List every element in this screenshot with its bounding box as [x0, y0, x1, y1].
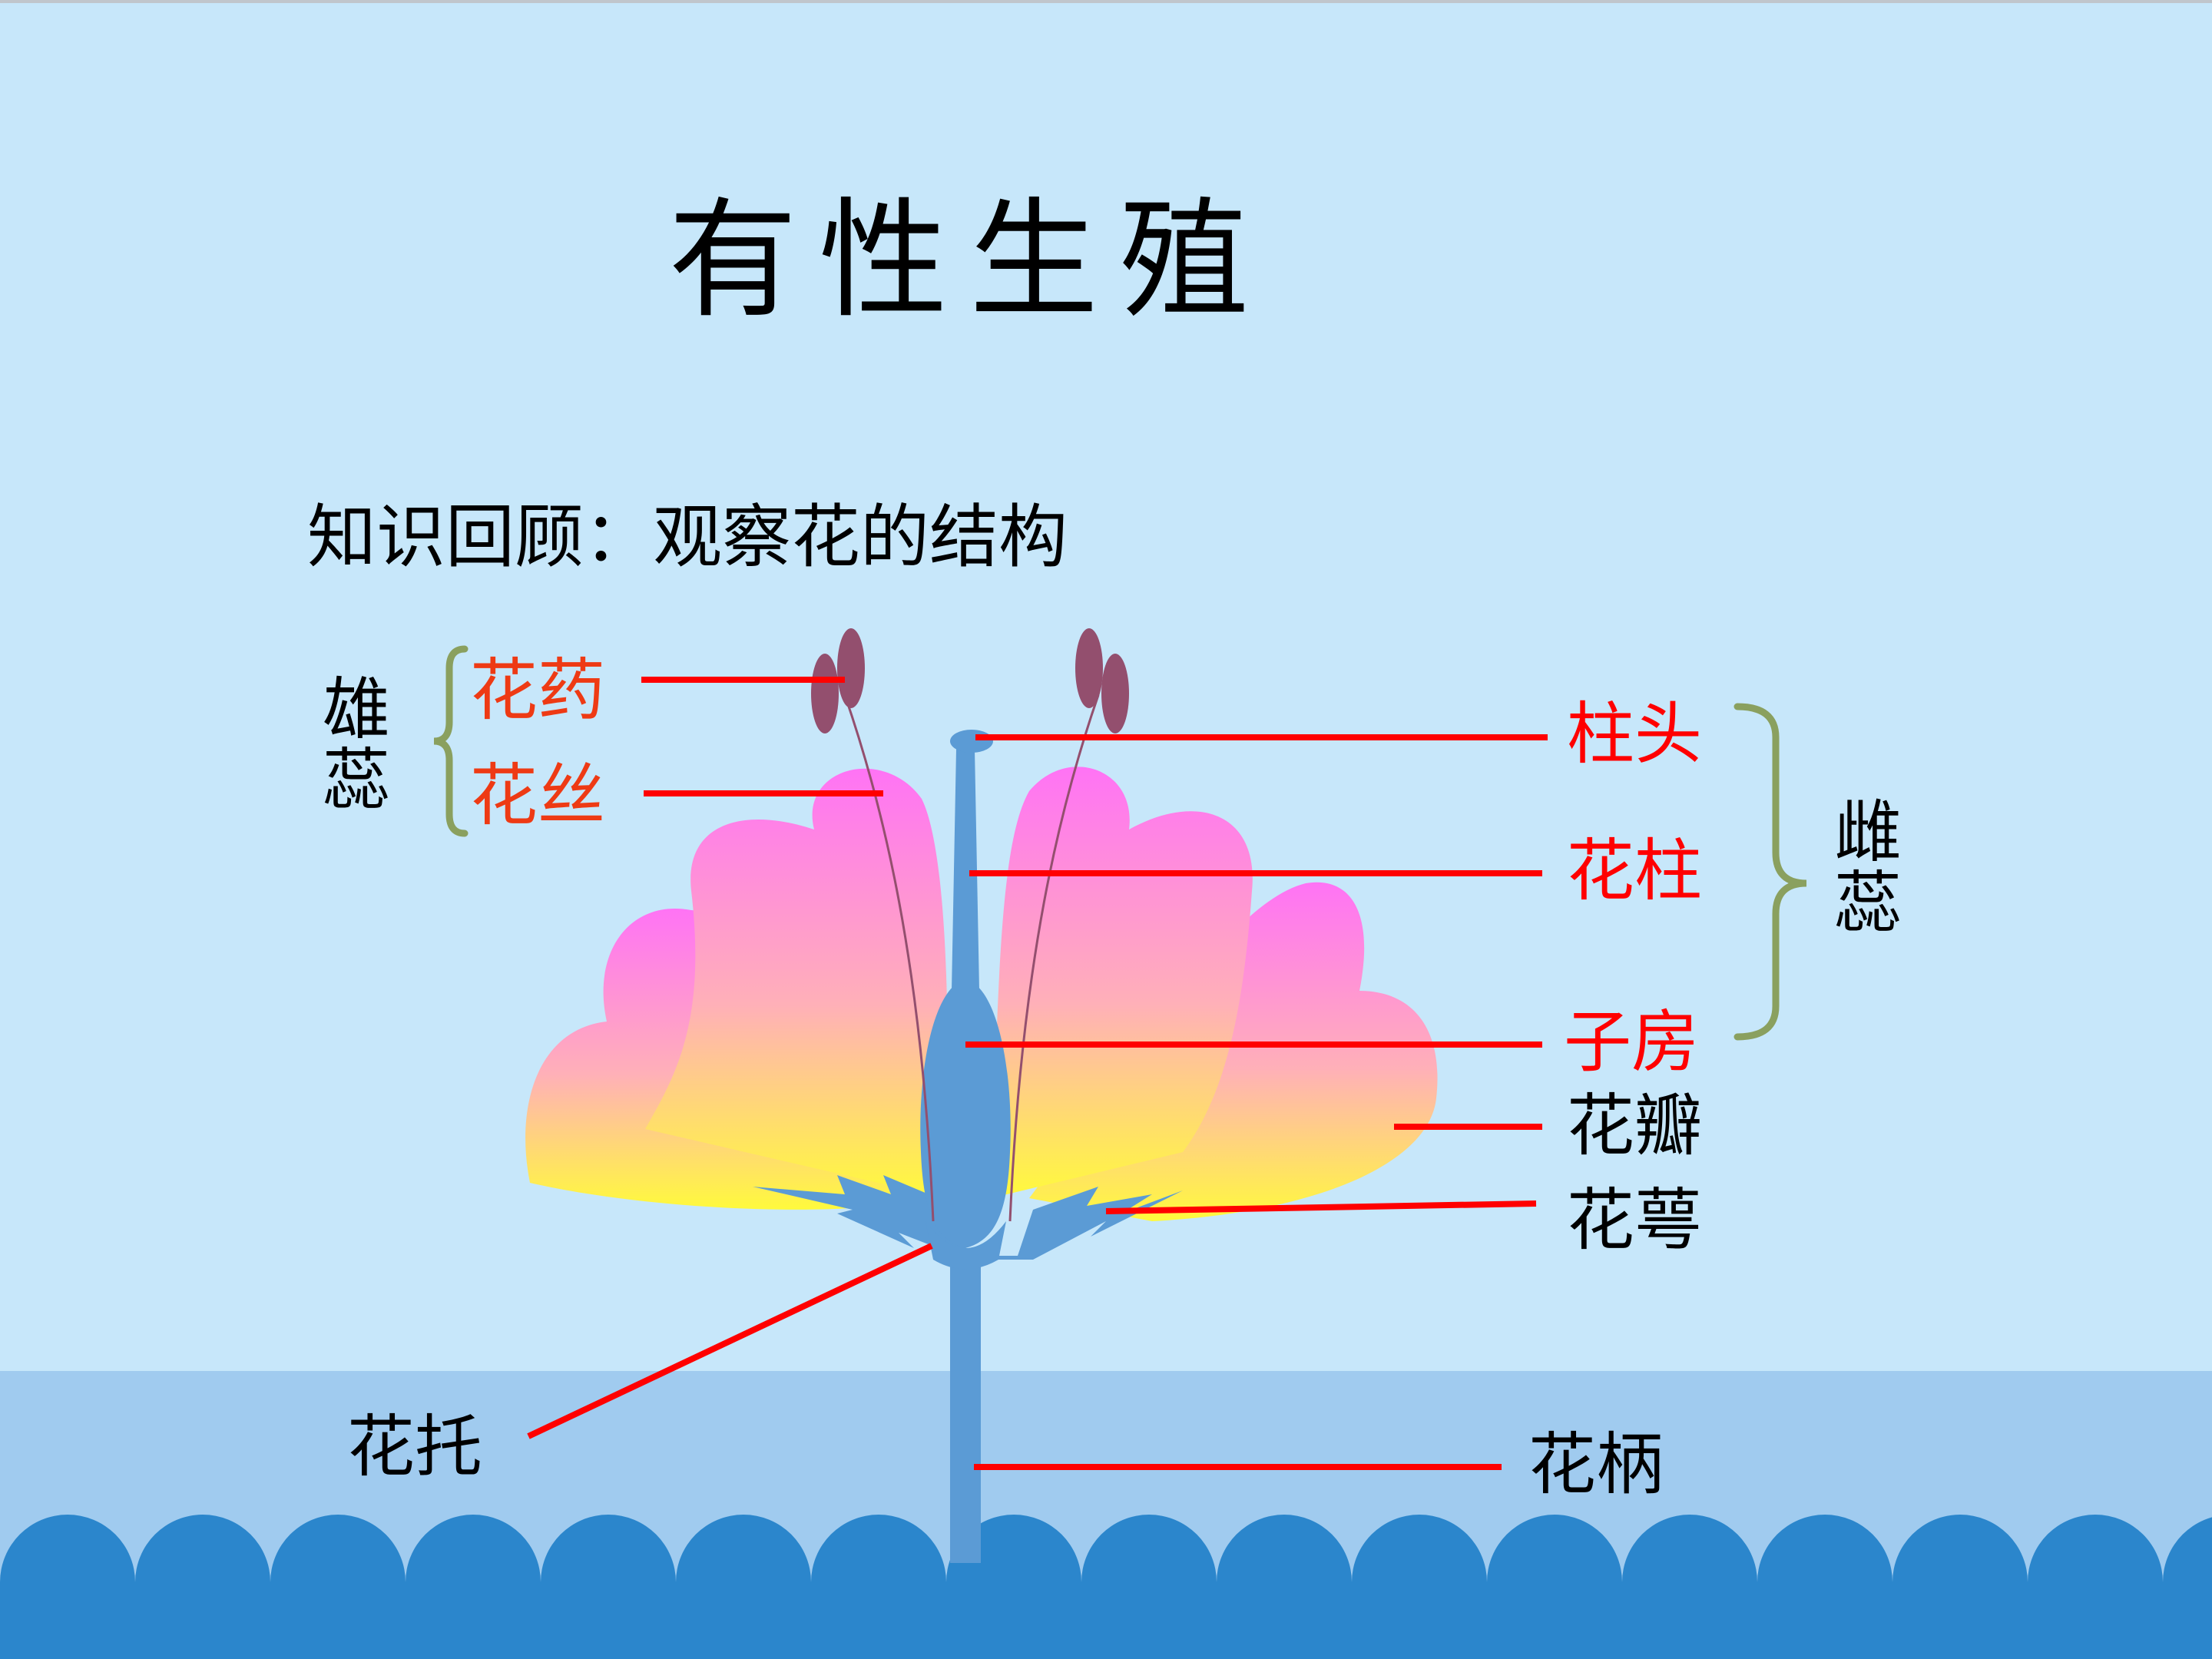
- petal-mid-left: [645, 768, 948, 1198]
- anther-left-2: [837, 628, 865, 708]
- stamen-group-label: 雄 蕊: [323, 676, 390, 814]
- pedicel-label: 花柄: [1528, 1425, 1664, 1504]
- anther-left-1: [811, 654, 839, 733]
- stigma: [950, 730, 993, 753]
- receptacle: [926, 1221, 1006, 1270]
- top-border: [0, 0, 2212, 3]
- pistil-bracket: [1734, 703, 1807, 1041]
- filament-left: [843, 694, 935, 1222]
- petal-label: 花瓣: [1567, 1086, 1703, 1165]
- slide-subtitle: 知识回顾：观察花的结构: [307, 497, 1068, 578]
- filament-right: [1008, 694, 1100, 1222]
- waves: [0, 1515, 2212, 1659]
- petals: [525, 767, 1438, 1221]
- style-label: 花柱: [1567, 831, 1703, 910]
- sepals: [753, 1175, 1183, 1260]
- anther-label: 花药: [470, 651, 606, 730]
- stamen-label-char2: 蕊: [323, 740, 391, 820]
- filament-label: 花丝: [470, 756, 606, 835]
- style: [952, 749, 979, 991]
- stigma-label: 柱头: [1567, 694, 1703, 773]
- leader-lines: [527, 677, 1548, 1470]
- stamen-label-char1: 雄: [323, 670, 391, 749]
- wave-base: [0, 1582, 2212, 1659]
- anther-right-2: [1101, 654, 1129, 733]
- ovary-label: 子房: [1564, 1002, 1700, 1081]
- sepal-label: 花萼: [1567, 1181, 1703, 1260]
- line-receptacle: [527, 1243, 933, 1439]
- line-sepal: [1105, 1200, 1537, 1214]
- slide-title: 有性生殖: [668, 185, 1270, 336]
- pedicel-stem: [950, 1248, 981, 1563]
- pistil-group-label: 雌 蕊: [1834, 799, 1902, 937]
- anther-right-1: [1075, 628, 1103, 708]
- stamen-bracket: [433, 645, 469, 837]
- pistil-label-char2: 蕊: [1834, 863, 1902, 942]
- pistil-label-char1: 雌: [1834, 793, 1902, 872]
- receptacle-label: 花托: [347, 1407, 483, 1486]
